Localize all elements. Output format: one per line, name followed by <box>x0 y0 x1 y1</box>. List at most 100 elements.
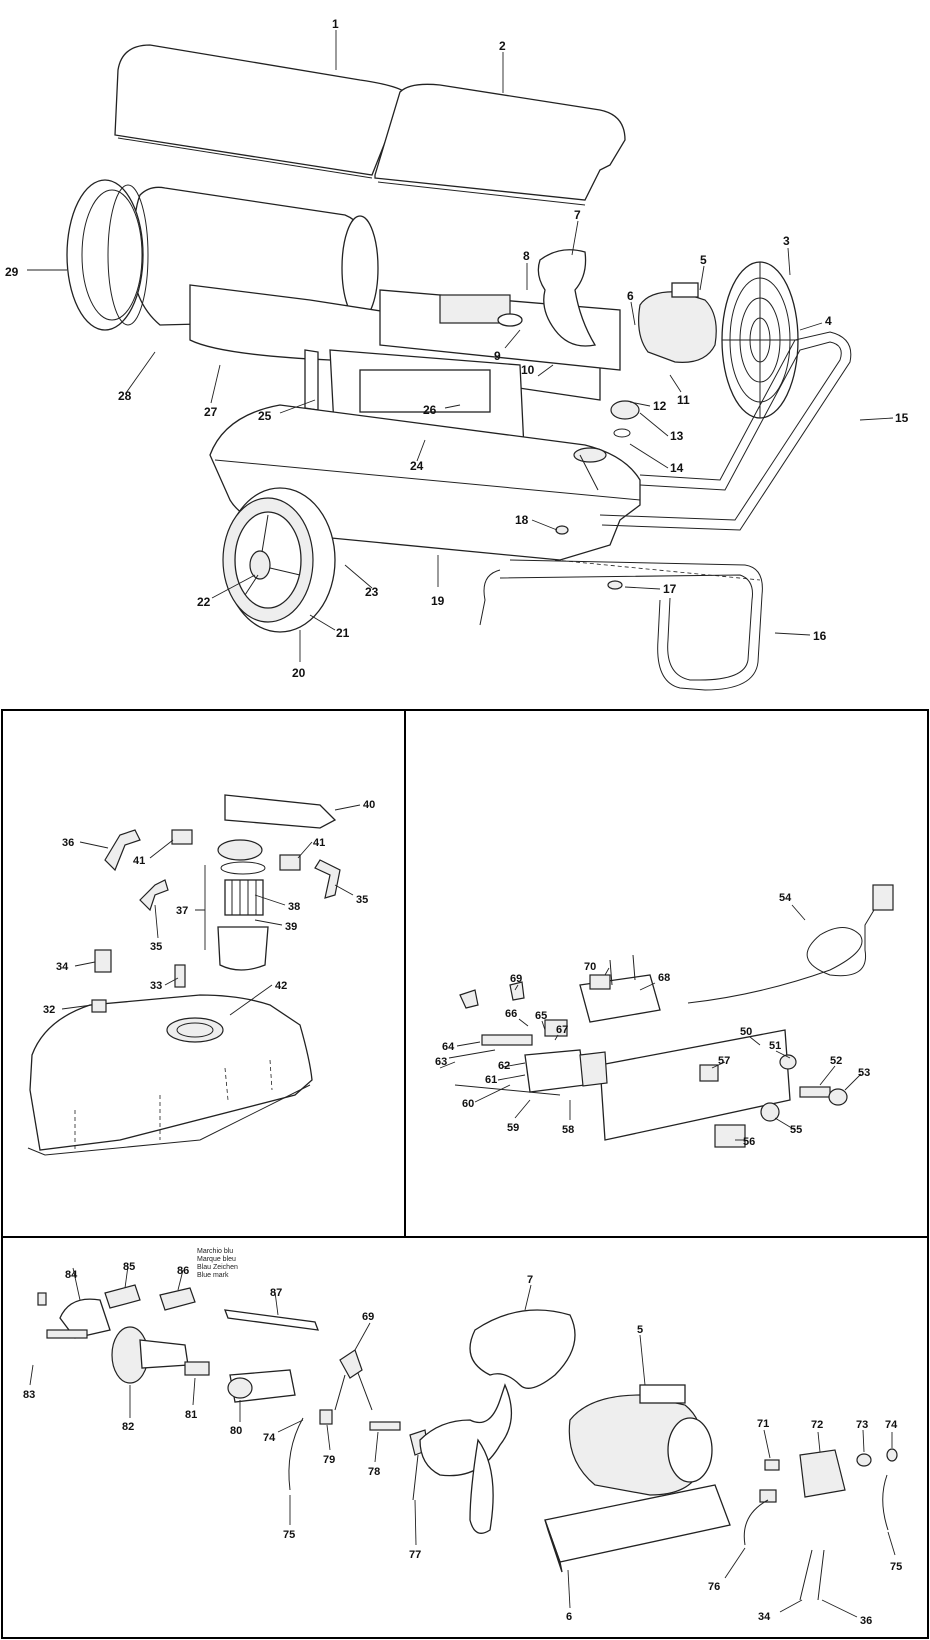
label-28: 28 <box>118 389 132 403</box>
label-70: 70 <box>584 961 596 973</box>
label-6: 6 <box>627 289 634 303</box>
label-41b: 41 <box>313 837 325 849</box>
label-53: 53 <box>858 1067 870 1079</box>
label-78: 78 <box>368 1466 380 1478</box>
label-34b: 34 <box>758 1611 771 1623</box>
label-58: 58 <box>562 1124 574 1136</box>
label-71: 71 <box>757 1418 769 1430</box>
burner-panel <box>29 1265 898 1618</box>
label-72: 72 <box>811 1419 823 1431</box>
label-56: 56 <box>743 1136 755 1148</box>
label-34: 34 <box>56 961 69 973</box>
label-84: 84 <box>65 1269 78 1281</box>
note-line-1: Marchio blu <box>197 1248 233 1255</box>
label-57: 57 <box>718 1055 730 1067</box>
label-6b: 6 <box>566 1611 572 1623</box>
label-63: 63 <box>435 1056 447 1068</box>
label-24: 24 <box>410 459 424 473</box>
label-82: 82 <box>122 1421 134 1433</box>
label-13: 13 <box>670 429 684 443</box>
label-50: 50 <box>740 1026 752 1038</box>
panel-frames <box>1 709 929 1639</box>
label-12: 12 <box>653 399 667 413</box>
label-76: 76 <box>708 1581 720 1593</box>
label-20: 20 <box>292 666 306 680</box>
label-11: 11 <box>677 393 690 407</box>
label-23: 23 <box>365 585 379 599</box>
label-19: 19 <box>431 594 445 608</box>
label-27: 27 <box>204 405 218 419</box>
label-54: 54 <box>779 892 792 904</box>
label-41a: 41 <box>133 855 145 867</box>
label-8: 8 <box>523 249 530 263</box>
label-85: 85 <box>123 1261 135 1273</box>
label-87: 87 <box>270 1287 282 1299</box>
label-29: 29 <box>5 265 19 279</box>
main-assembly <box>66 44 852 691</box>
label-36b: 36 <box>860 1615 872 1627</box>
label-55: 55 <box>790 1124 802 1136</box>
wheel <box>222 487 336 633</box>
label-79: 79 <box>323 1454 335 1466</box>
label-5b: 5 <box>637 1324 643 1336</box>
label-17: 17 <box>663 582 677 596</box>
fan-guard <box>721 261 799 419</box>
label-64: 64 <box>442 1041 455 1053</box>
power-cable <box>687 899 881 1004</box>
note-line-3: Blau Zeichen <box>197 1264 238 1271</box>
label-65: 65 <box>535 1010 547 1022</box>
note-line-4: Blue mark <box>197 1272 229 1279</box>
front-ring <box>66 179 144 331</box>
label-5: 5 <box>700 253 707 267</box>
label-75b: 75 <box>890 1561 902 1573</box>
label-15: 15 <box>895 411 909 425</box>
burner-note: Marchio blu Marque bleu Blau Zeichen Blu… <box>197 1248 238 1279</box>
filler-cap <box>610 400 640 420</box>
label-14: 14 <box>670 461 684 475</box>
label-74a: 74 <box>263 1432 276 1444</box>
label-61: 61 <box>485 1074 497 1086</box>
label-35a: 35 <box>356 894 368 906</box>
label-37: 37 <box>176 905 188 917</box>
main-leader-lines <box>27 30 894 662</box>
label-60: 60 <box>462 1098 474 1110</box>
label-73: 73 <box>856 1419 868 1431</box>
label-16: 16 <box>813 629 827 643</box>
label-26: 26 <box>423 403 437 417</box>
label-18: 18 <box>515 513 529 527</box>
label-67: 67 <box>556 1024 568 1036</box>
label-39: 39 <box>285 921 297 933</box>
label-36: 36 <box>62 837 74 849</box>
electrical-panel <box>439 884 894 1148</box>
label-35b: 35 <box>150 941 162 953</box>
label-66: 66 <box>505 1008 517 1020</box>
label-59: 59 <box>507 1122 519 1134</box>
label-25: 25 <box>258 409 272 423</box>
label-33: 33 <box>150 980 162 992</box>
label-62: 62 <box>498 1060 510 1072</box>
electrical-labels: 54 70 68 69 66 65 67 64 63 62 61 60 59 5… <box>435 892 870 1148</box>
upper-cover-rear <box>374 83 626 201</box>
upper-cover-front <box>114 44 406 176</box>
label-68: 68 <box>658 972 670 984</box>
handle <box>599 341 842 521</box>
label-38: 38 <box>288 901 300 913</box>
label-83: 83 <box>23 1389 35 1401</box>
label-86: 86 <box>177 1265 189 1277</box>
label-51: 51 <box>769 1040 781 1052</box>
motor <box>638 291 717 363</box>
fan-blade <box>537 249 597 347</box>
control-plate <box>599 1029 791 1141</box>
label-80: 80 <box>230 1425 242 1437</box>
label-69b: 69 <box>362 1311 374 1323</box>
label-3: 3 <box>783 234 790 248</box>
label-74b: 74 <box>885 1419 898 1431</box>
burner-labels: 84 85 86 87 69 7 5 83 82 81 80 74 79 78 … <box>23 1261 902 1627</box>
main-labels: 1 2 3 4 5 6 7 8 9 10 11 12 13 14 15 16 1… <box>5 17 909 680</box>
label-75a: 75 <box>283 1529 295 1541</box>
label-77: 77 <box>409 1549 421 1561</box>
label-1: 1 <box>332 17 339 31</box>
label-7: 7 <box>574 208 581 222</box>
label-7b: 7 <box>527 1274 533 1286</box>
